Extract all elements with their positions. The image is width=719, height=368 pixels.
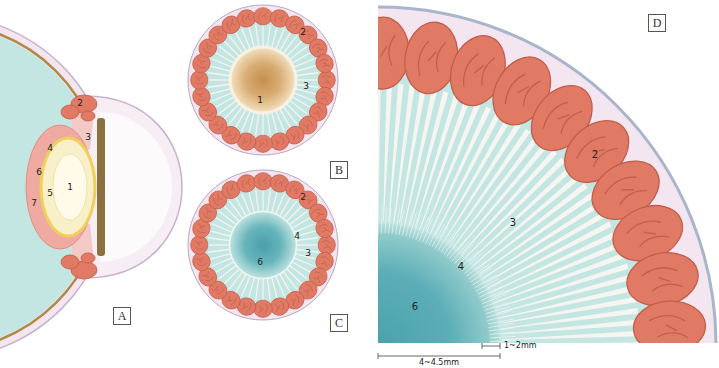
panel-letter: C [335, 317, 343, 329]
ciliary-process [314, 52, 336, 75]
ciliary-process [282, 13, 307, 37]
callout-number: 7 [31, 199, 37, 208]
dimension-label: 1~2mm [504, 342, 536, 350]
callout-number: 1 [67, 183, 73, 192]
ciliary-process [191, 71, 208, 90]
dimension-label: 4~4.5mm [419, 359, 459, 367]
ciliary-process [318, 71, 335, 90]
callout-number: 2 [300, 28, 306, 37]
ciliary-process [318, 236, 335, 255]
ciliary-process [378, 17, 410, 90]
callout-number: 6 [412, 302, 418, 312]
callout-number: 1 [257, 96, 263, 105]
callout-number: 3 [85, 133, 91, 142]
panel-letter: A [118, 310, 127, 322]
callout-number: 4 [47, 144, 53, 153]
panel-label-box: A [113, 307, 131, 325]
enlarged-quadrant [378, 7, 716, 343]
ciliary-ring-view [188, 5, 338, 155]
dimension-bars [378, 343, 500, 359]
callout-number: 2 [300, 193, 306, 202]
ciliary-process [314, 217, 336, 240]
callout-number: 3 [305, 249, 311, 258]
ciliary-process [254, 300, 273, 317]
panel-label-box: B [330, 161, 348, 179]
callout-number: 3 [303, 82, 309, 91]
callout-number: 6 [36, 168, 42, 177]
panel-label-box: D [648, 14, 666, 32]
callout-number: 6 [257, 258, 263, 267]
panel-letter: B [335, 164, 343, 176]
eye-section [0, 15, 182, 359]
ciliary-ring-view [188, 170, 338, 320]
panel-label-box: C [330, 314, 348, 332]
ciliary-process [254, 173, 273, 190]
panel-letter: D [653, 17, 662, 29]
ciliary-process [282, 178, 307, 202]
ciliary-process [254, 135, 273, 152]
callout-number: 4 [294, 232, 300, 241]
ciliary-process [632, 299, 707, 343]
callout-number: 4 [458, 262, 464, 272]
callout-number: 5 [47, 189, 53, 198]
callout-number: 2 [77, 99, 83, 108]
callout-number: 2 [592, 150, 598, 160]
callout-number: 3 [510, 218, 516, 228]
ciliary-process [254, 8, 273, 25]
ciliary-process [191, 236, 208, 255]
